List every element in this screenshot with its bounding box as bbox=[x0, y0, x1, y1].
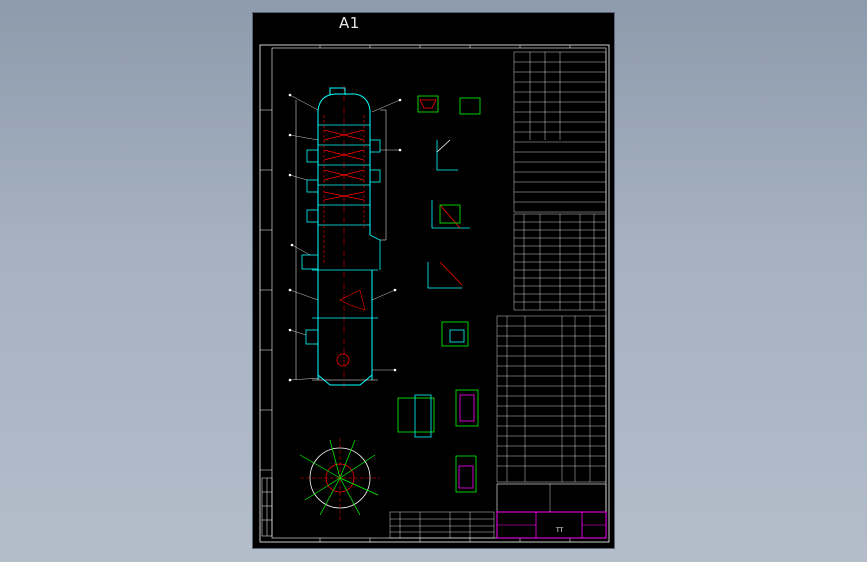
parts-list-table[interactable] bbox=[496, 315, 607, 483]
frame-zone-ticks bbox=[260, 45, 571, 542]
margin-stamp bbox=[261, 477, 273, 537]
title-block-code: TT bbox=[556, 527, 564, 534]
revision-table[interactable] bbox=[389, 511, 495, 539]
sheet-size-label: A1 bbox=[339, 14, 360, 32]
detail-views[interactable] bbox=[397, 95, 481, 493]
vessel-elevation[interactable] bbox=[288, 85, 402, 390]
title-block[interactable] bbox=[496, 483, 607, 539]
nozzle-schedule-table[interactable] bbox=[513, 213, 607, 311]
nozzle-orientation-plan[interactable] bbox=[299, 438, 380, 520]
outer-frame bbox=[259, 44, 610, 543]
inner-frame bbox=[271, 47, 607, 539]
technical-spec-table[interactable] bbox=[513, 51, 607, 213]
